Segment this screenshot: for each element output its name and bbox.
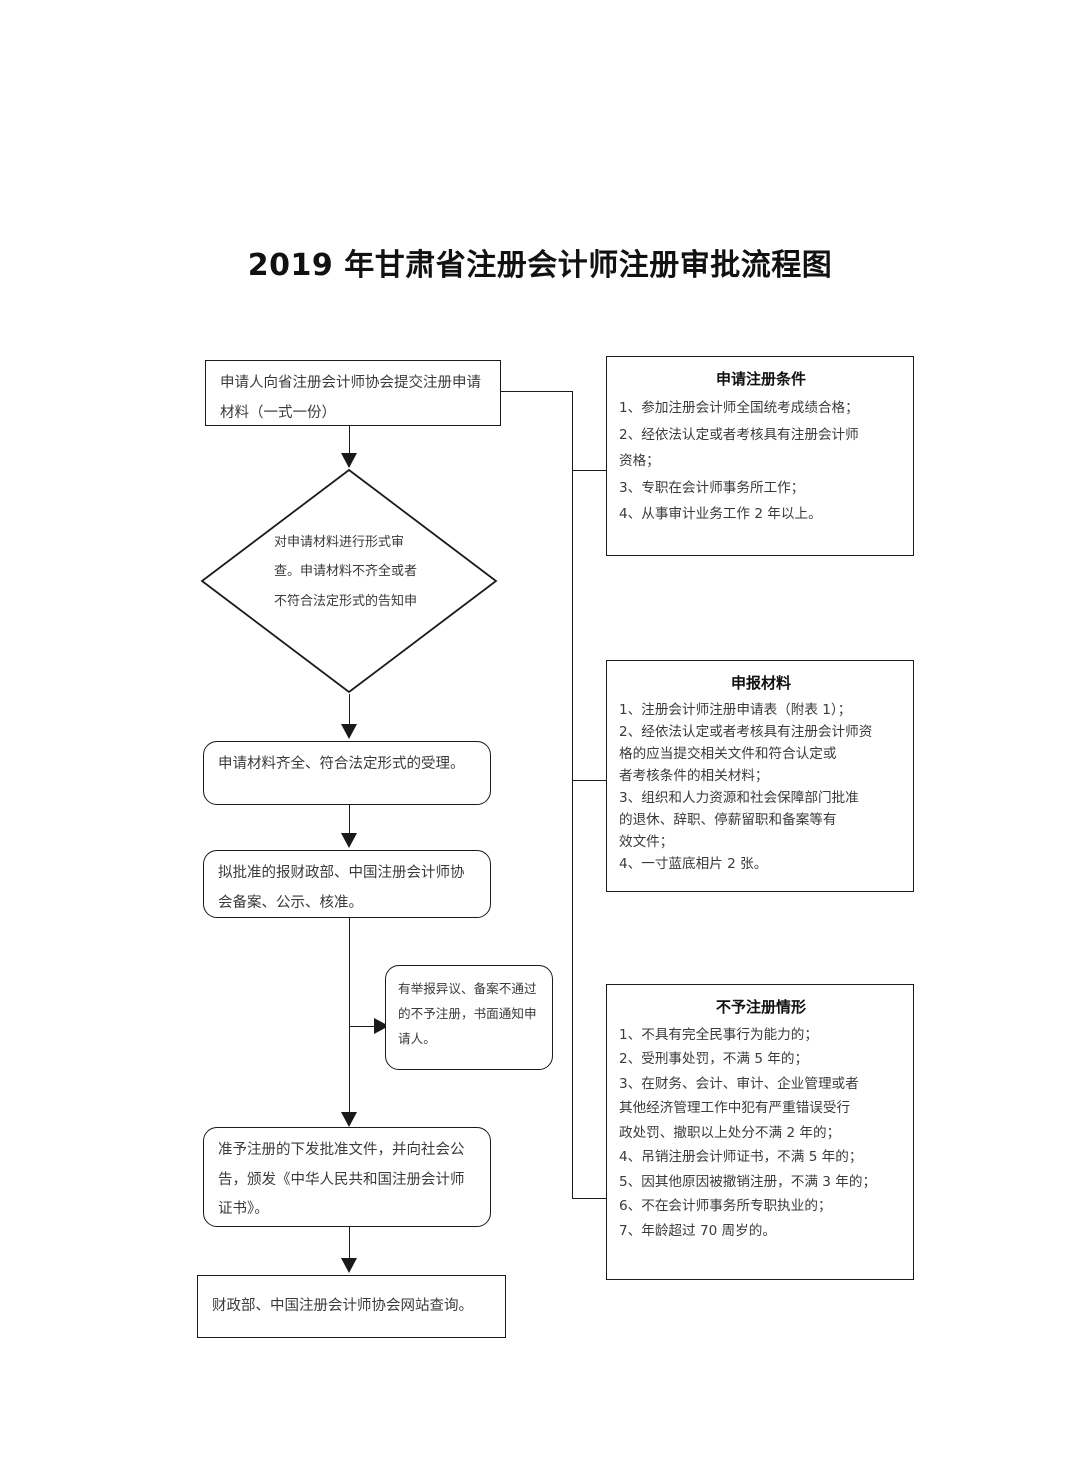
node-submit-application: 申请人向省注册会计师协会提交注册申请材料（一式一份） <box>205 360 501 426</box>
panel-conditions-list: 1、参加注册会计师全国统考成绩合格； 2、经依法认定或者考核具有注册会计师 资格… <box>619 395 903 528</box>
list-item: 3、在财务、会计、审计、企业管理或者 其他经济管理工作中犯有严重错误受行 政处罚… <box>619 1075 859 1141</box>
node-grant-registration: 准予注册的下发批准文件，并向社会公告，颁发《中华人民共和国注册会计师证书》。 <box>203 1127 491 1227</box>
node-formal-review: 对申请材料进行形式审查。申请材料不齐全或者不符合法定形式的告知申请 <box>200 468 498 694</box>
panel-refusal-list: 1、不具有完全民事行为能力的； 2、受刑事处罚，不满 5 年的； 3、在财务、会… <box>619 1023 903 1243</box>
diamond-shape <box>200 468 498 694</box>
list-item: 2、经依法认定或者考核具有注册会计师 资格； <box>619 426 859 470</box>
connector-review-to-accept <box>349 694 350 727</box>
connector-trunk-to-refusal <box>572 1198 607 1199</box>
connector-grant-to-query <box>349 1227 350 1260</box>
connector-accept-to-propose <box>349 805 350 837</box>
connector-right-trunk <box>572 391 573 1199</box>
page-title: 2019 年甘肃省注册会计师注册审批流程图 <box>247 248 833 283</box>
list-item: 3、组织和人力资源和社会保障部门批准 的退休、辞职、停薪留职和备案等有 效文件； <box>619 790 859 851</box>
list-item: 4、一寸蓝底相片 2 张。 <box>619 856 768 873</box>
list-item: 1、不具有完全民事行为能力的； <box>619 1027 818 1043</box>
connector-submit-to-review <box>349 426 350 456</box>
connector-submit-to-trunk <box>501 391 573 392</box>
list-item: 1、参加注册会计师全国统考成绩合格； <box>619 400 859 416</box>
arrowhead-grant-to-query <box>341 1258 357 1273</box>
arrowhead-accept-to-propose <box>341 833 357 848</box>
panel-materials-list: 1、注册会计师注册申请表（附表 1）； 2、经依法认定或者考核具有注册会计师资 … <box>619 699 903 875</box>
arrowhead-submit-to-review <box>341 453 357 468</box>
connector-trunk-to-conditions <box>572 470 607 471</box>
panel-refusal-title: 不予注册情形 <box>715 998 806 1016</box>
list-item: 5、因其他原因被撤销注册，不满 3 年的； <box>619 1173 877 1190</box>
list-item: 4、吊销注册会计师证书，不满 5 年的； <box>619 1149 863 1166</box>
panel-materials-title: 申报材料 <box>730 674 791 692</box>
connector-trunk-to-materials <box>572 780 607 781</box>
list-item: 4、从事审计业务工作 2 年以上。 <box>619 506 822 522</box>
connector-propose-to-grant <box>349 918 350 1118</box>
node-propose-approval: 拟批准的报财政部、中国注册会计师协会备案、公示、核准。 <box>203 850 491 918</box>
list-item: 2、经依法认定或者考核具有注册会计师资 格的应当提交相关文件和符合认定或 者考核… <box>619 724 873 785</box>
list-item: 1、注册会计师注册申请表（附表 1）； <box>619 702 852 718</box>
node-accept-application: 申请材料齐全、符合法定形式的受理。 <box>203 741 491 805</box>
list-item: 6、不在会计师事务所专职执业的； <box>619 1198 832 1215</box>
panel-submission-materials: 申报材料 1、注册会计师注册申请表（附表 1）； 2、经依法认定或者考核具有注册… <box>606 660 914 892</box>
list-item: 3、专职在会计师事务所工作； <box>619 479 805 496</box>
arrowhead-propose-to-grant <box>341 1112 357 1127</box>
node-website-query: 财政部、中国注册会计师协会网站查询。 <box>197 1275 506 1338</box>
list-item: 7、年龄超过 70 周岁的。 <box>619 1222 776 1239</box>
list-item: 2、受刑事处罚，不满 5 年的； <box>619 1051 809 1068</box>
node-objection-notice: 有举报异议、备案不通过的不予注册，书面通知申请人。 <box>385 965 553 1070</box>
panel-registration-conditions: 申请注册条件 1、参加注册会计师全国统考成绩合格； 2、经依法认定或者考核具有注… <box>606 356 914 556</box>
node-formal-review-label: 对申请材料进行形式审查。申请材料不齐全或者不符合法定形式的告知申请 <box>274 535 418 609</box>
panel-refusal-circumstances: 不予注册情形 1、不具有完全民事行为能力的； 2、受刑事处罚，不满 5 年的； … <box>606 984 914 1280</box>
panel-conditions-title: 申请注册条件 <box>715 370 806 388</box>
arrowhead-review-to-accept <box>341 724 357 739</box>
connector-propose-to-objection <box>349 1026 378 1027</box>
